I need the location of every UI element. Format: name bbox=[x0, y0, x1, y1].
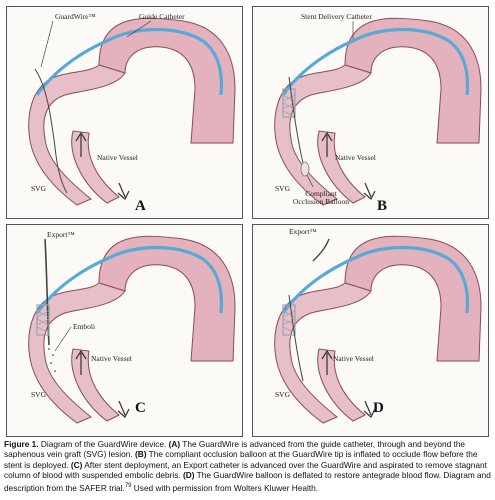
stent-delivery-catheter bbox=[281, 27, 470, 96]
guide-catheter bbox=[35, 245, 224, 314]
caption-text-d: The GuardWire balloon is deflated to res… bbox=[4, 470, 491, 493]
leader-emboli bbox=[54, 326, 72, 352]
arrow-down-icon bbox=[363, 182, 376, 200]
panel-a-illustration bbox=[28, 17, 236, 206]
arrow-down-icon bbox=[117, 400, 130, 418]
label-svg: SVG bbox=[31, 390, 47, 399]
native-vessel bbox=[71, 348, 120, 422]
label-svg: SVG bbox=[275, 390, 291, 399]
label-occlusion-balloon: Compliant Occlusion Balloon bbox=[293, 189, 350, 206]
caption-text-c: After stent deployment, an Export cathet… bbox=[4, 459, 487, 481]
caption-tag-c: (C) bbox=[70, 459, 83, 470]
stent-icon bbox=[36, 304, 50, 336]
emboli-icon bbox=[48, 348, 56, 372]
panel-a: GuardWire™ Guide Catheter Native Vessel … bbox=[6, 6, 243, 219]
panel-letter: D bbox=[373, 400, 384, 416]
label-export: Export™ bbox=[289, 227, 317, 236]
caption-end: Used with permission from Wolters Kluwer… bbox=[131, 482, 319, 493]
native-vessel bbox=[317, 348, 366, 422]
leader-guide-catheter bbox=[126, 20, 152, 38]
panel-b-illustration bbox=[274, 17, 482, 206]
arrow-down-icon bbox=[363, 400, 376, 418]
panel-letter: A bbox=[135, 198, 146, 214]
arrow-up-icon bbox=[75, 349, 87, 375]
label-native-vessel: Native Vessel bbox=[91, 354, 132, 363]
aorta bbox=[98, 235, 236, 362]
guide-catheter bbox=[35, 27, 224, 96]
occlusion-balloon-icon bbox=[300, 161, 310, 177]
panel-d-illustration bbox=[274, 235, 482, 424]
label-guidewire: GuardWire™ bbox=[55, 12, 96, 21]
label-native-vessel: Native Vessel bbox=[97, 153, 138, 162]
label-svg: SVG bbox=[275, 184, 291, 193]
guidewire bbox=[34, 68, 68, 194]
caption-reference: 79 bbox=[124, 482, 132, 489]
arrow-up-icon bbox=[321, 131, 333, 157]
label-native-vessel: Native Vessel bbox=[335, 153, 376, 162]
panel-d: Export™ Native Vessel SVG D bbox=[252, 224, 489, 437]
arrow-down-icon bbox=[117, 182, 130, 200]
caption-tag-a: (A) bbox=[168, 439, 181, 449]
label-native-vessel: Native Vessel bbox=[333, 354, 374, 363]
guidewire bbox=[288, 76, 304, 164]
figure-caption: Figure 1. Diagram of the GuardWire devic… bbox=[4, 439, 492, 493]
stent-icon bbox=[282, 88, 296, 118]
caption-text-a: The GuardWire is advanced from the guide… bbox=[4, 439, 466, 460]
caption-tag-d: (D) bbox=[182, 470, 195, 481]
caption-figure-label: Figure 1. bbox=[4, 439, 39, 449]
caption-text-b: The compliant occlusion balloon at the G… bbox=[4, 449, 478, 470]
label-export: Export™ bbox=[47, 230, 75, 239]
panel-b: Stent Delivery Catheter Native Vessel SV… bbox=[252, 6, 489, 219]
panel-letter: B bbox=[377, 198, 388, 214]
label-emboli: Emboli bbox=[73, 322, 96, 331]
native-vessel bbox=[71, 130, 120, 204]
label-svg: SVG bbox=[31, 184, 47, 193]
panel-c-illustration bbox=[28, 235, 236, 424]
stent-icon bbox=[282, 304, 296, 336]
panel-c: Export™ Emboli Native Vessel SVG C bbox=[6, 224, 243, 437]
leader-occlusion-balloon bbox=[306, 174, 314, 188]
aorta bbox=[98, 17, 236, 144]
aorta bbox=[344, 17, 482, 144]
export-catheter bbox=[312, 238, 330, 262]
arrow-up-icon bbox=[321, 349, 333, 375]
caption-tag-b: (B) bbox=[134, 449, 147, 460]
guide-catheter bbox=[281, 245, 470, 314]
label-guide-catheter: Guide Catheter bbox=[139, 12, 185, 21]
guidewire bbox=[288, 294, 304, 382]
leader-guidewire bbox=[40, 20, 54, 68]
label-stent-delivery-catheter: Stent Delivery Catheter bbox=[301, 12, 372, 21]
panel-letter: C bbox=[135, 400, 146, 416]
aorta bbox=[344, 235, 482, 362]
caption-intro: Diagram of the GuardWire device. bbox=[38, 439, 169, 449]
arrow-up-icon bbox=[75, 131, 87, 157]
native-vessel bbox=[317, 130, 366, 204]
